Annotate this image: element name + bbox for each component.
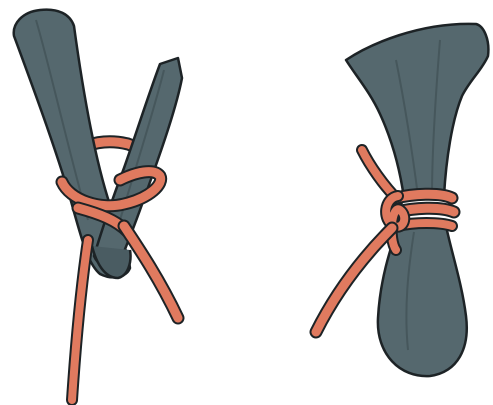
right-panel-tight-knot xyxy=(316,24,488,376)
left-panel-loose-knot xyxy=(14,10,182,400)
cloth-top-flare xyxy=(346,24,488,198)
